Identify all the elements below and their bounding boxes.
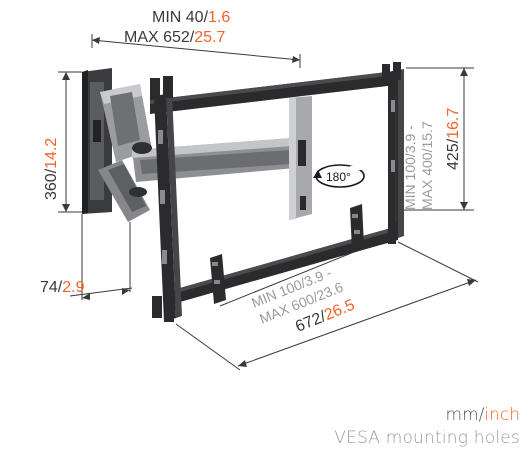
dimension-arrowheads <box>62 37 476 367</box>
vesa-vertical-min-label: MIN 100/3.9 - <box>402 125 418 210</box>
dim-min-width-label: MIN 40/1.6 <box>152 9 230 26</box>
units-legend: mm/inch <box>446 405 520 425</box>
vesa-vertical-max-label: MAX 400/15.7 <box>419 121 435 210</box>
tv-wall-mount-illustration <box>82 62 404 322</box>
rotation-arrow-icon <box>313 164 365 188</box>
dim-depth-74-label: 74/2.9 <box>40 279 85 296</box>
units-imperial: inch <box>484 405 520 425</box>
dim-max-width-label: MAX 652/25.7 <box>124 29 226 46</box>
dim-height-360-label: 360/14.2 <box>43 138 60 200</box>
dimension-lines <box>58 34 479 371</box>
dim-height-425-label: 425/16.7 <box>445 108 462 170</box>
rotation-label: 180° <box>326 170 351 184</box>
units-metric: mm/ <box>445 405 485 425</box>
vesa-caption: VESA mounting holes <box>334 428 520 448</box>
